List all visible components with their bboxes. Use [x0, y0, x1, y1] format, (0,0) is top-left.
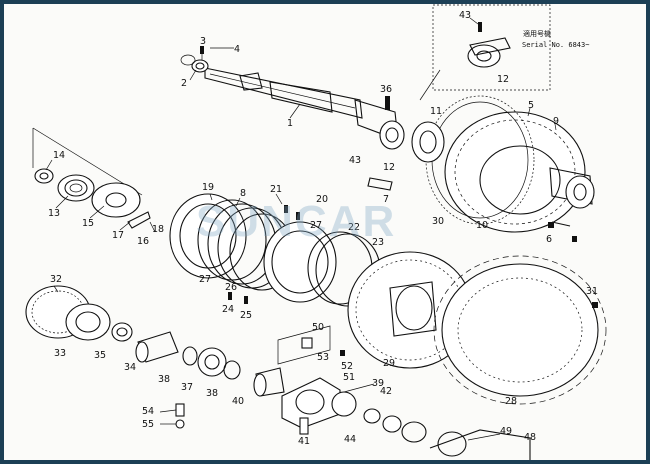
label-39: 39	[372, 378, 384, 389]
bearing-part-11	[411, 121, 445, 163]
seal-14	[34, 168, 54, 184]
plate-48-49	[429, 429, 531, 460]
hub-29	[347, 251, 473, 369]
label-43a: 43	[459, 10, 471, 21]
bolts-54-55	[175, 403, 185, 429]
label-42: 42	[380, 386, 392, 397]
label-7: 7	[383, 194, 389, 205]
label-35: 35	[94, 350, 106, 361]
label-38a: 38	[158, 374, 170, 385]
shaft-end-ring-2	[180, 54, 209, 73]
ring-36-38	[182, 346, 241, 380]
shaft-part-1	[204, 67, 399, 141]
serial-inset	[419, 4, 551, 101]
label-17: 17	[112, 230, 124, 241]
seal-35	[111, 322, 133, 342]
label-1: 1	[287, 118, 293, 129]
serial-note-line1: 適用号機	[523, 29, 551, 38]
lock-plate-17	[127, 211, 151, 229]
label-29: 29	[383, 358, 395, 369]
label-23: 23	[372, 237, 384, 248]
label-6: 6	[546, 234, 552, 245]
bolt-3	[200, 46, 204, 60]
label-16: 16	[137, 236, 149, 247]
bearing-block-39	[281, 377, 357, 429]
bearing-33	[65, 303, 111, 341]
label-44: 44	[344, 434, 356, 445]
label-50: 50	[312, 322, 324, 333]
label-25: 25	[240, 310, 252, 321]
label-43b: 43	[349, 155, 361, 166]
label-30: 30	[432, 216, 444, 227]
gear-hub-part-10	[444, 111, 595, 233]
label-28: 28	[505, 396, 517, 407]
label-10: 10	[476, 220, 488, 231]
label-3: 3	[200, 36, 206, 47]
label-55: 55	[142, 419, 154, 430]
label-27b: 27	[310, 220, 322, 231]
label-8: 8	[240, 188, 246, 199]
label-5: 5	[528, 100, 534, 111]
label-36: 36	[380, 84, 392, 95]
washers-44	[363, 408, 427, 443]
label-20: 20	[316, 194, 328, 205]
sleeve-34	[135, 331, 179, 363]
label-24: 24	[222, 304, 234, 315]
label-26: 26	[225, 282, 237, 293]
label-4: 4	[234, 44, 240, 55]
label-27a: 27	[199, 274, 211, 285]
label-41: 41	[298, 436, 310, 447]
bolt-41	[299, 417, 309, 435]
label-12b: 12	[383, 162, 395, 173]
label-9: 9	[553, 116, 559, 127]
label-31: 31	[586, 286, 598, 297]
watermark: SUNCAR	[196, 197, 396, 246]
label-33: 33	[54, 348, 66, 359]
dowel-7	[367, 177, 393, 191]
label-49: 49	[500, 426, 512, 437]
label-54: 54	[142, 406, 154, 417]
bolt-31	[592, 302, 598, 308]
bearing-13	[57, 174, 95, 202]
label-37: 37	[181, 382, 193, 393]
label-15: 15	[82, 218, 94, 229]
sprocket-28	[433, 255, 607, 405]
bracket-50-53	[277, 325, 345, 365]
label-40: 40	[232, 396, 244, 407]
label-51: 51	[343, 372, 355, 383]
label-18: 18	[152, 224, 164, 235]
label-32: 32	[50, 274, 62, 285]
label-53: 53	[317, 352, 329, 363]
label-12a: 12	[497, 74, 509, 85]
cover-15	[91, 182, 141, 218]
label-2: 2	[181, 78, 187, 89]
sleeve-40	[253, 367, 285, 397]
housing-19	[169, 193, 247, 279]
serial-note-line2: Serial No. 6843~	[522, 41, 589, 49]
label-38b: 38	[206, 388, 218, 399]
label-13: 13	[48, 208, 60, 219]
label-52: 52	[341, 361, 353, 372]
part-labels: 1 2 3 4 5 6 7 8 9 10 11 12 12 13 14 15 1…	[48, 10, 598, 447]
label-14: 14	[53, 150, 65, 161]
label-11: 11	[430, 106, 442, 117]
label-19: 19	[202, 182, 214, 193]
label-22: 22	[348, 222, 360, 233]
label-21: 21	[270, 184, 282, 195]
seal-ring-43	[379, 120, 405, 150]
pin-36	[385, 96, 390, 110]
bolts-20-21	[228, 205, 300, 304]
leader-lines	[45, 17, 557, 441]
label-34: 34	[124, 362, 136, 373]
bolt-6	[548, 221, 577, 242]
label-48: 48	[524, 432, 536, 443]
